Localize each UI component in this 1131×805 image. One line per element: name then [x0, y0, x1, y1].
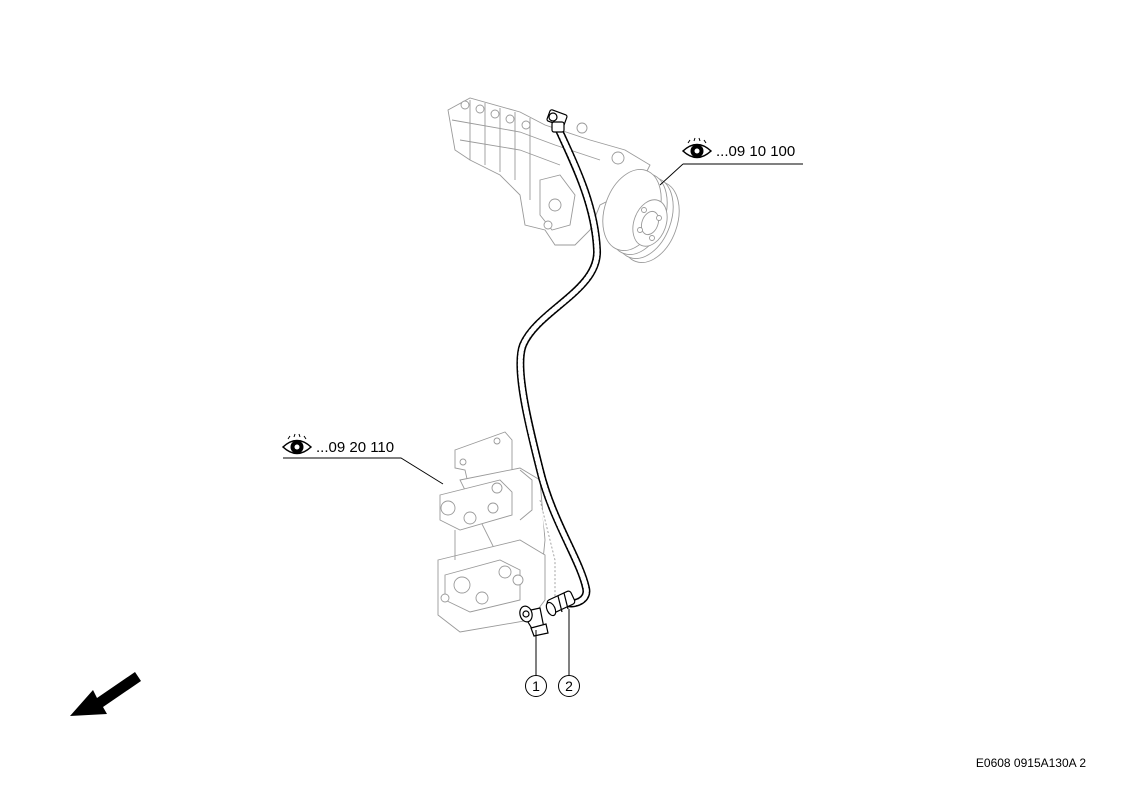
drawing-code: E0608 0915A130A 2 — [975, 756, 1086, 770]
part-2-hose-end-fitting — [545, 590, 576, 617]
eye-icon — [281, 433, 313, 455]
callout-leaders — [535, 609, 570, 675]
hose — [516, 124, 602, 608]
callout-1: 1 — [525, 675, 547, 697]
injection-pump-drawing — [447, 97, 680, 263]
reference-leaders — [283, 163, 803, 485]
callout-2: 2 — [558, 675, 580, 697]
front-direction-arrow-icon — [70, 672, 141, 716]
part-1-elbow-adapter — [519, 605, 549, 637]
top-hose-fitting — [546, 109, 568, 133]
valve-block-drawing — [437, 431, 556, 633]
reference-label-top: ...09 10 100 — [716, 143, 796, 160]
reference-label-left: ...09 20 110 — [316, 439, 395, 456]
eye-icon — [681, 137, 713, 159]
